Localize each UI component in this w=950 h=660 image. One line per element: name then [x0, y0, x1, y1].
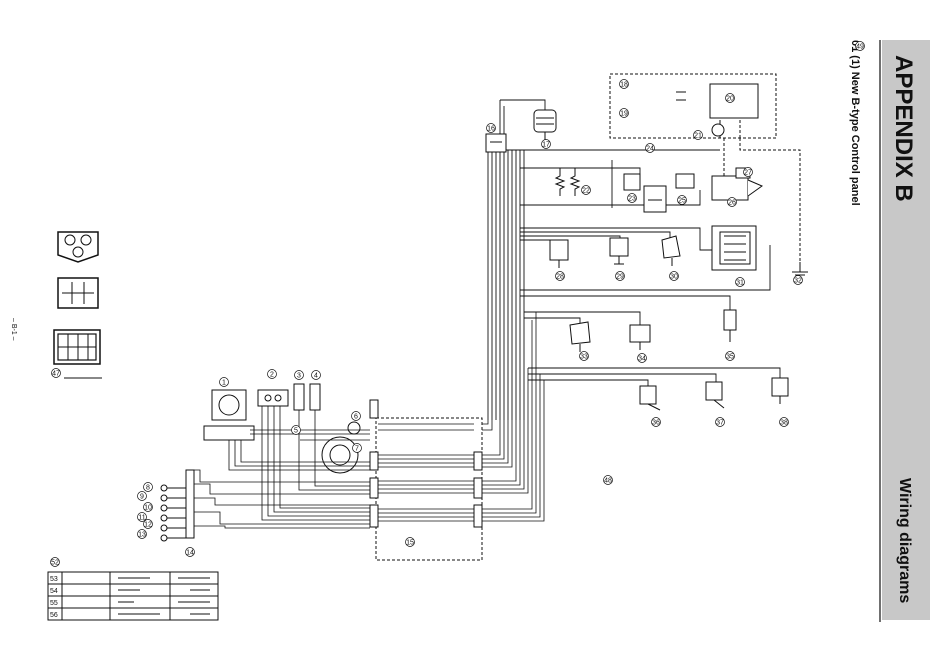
- eight-pin-connector-icon: [54, 330, 100, 364]
- callout-3: 3: [297, 372, 301, 379]
- callout-5: 5: [294, 427, 298, 434]
- switch-table-row-53: 53: [50, 576, 58, 583]
- sensor-37: [706, 382, 724, 408]
- callout-47: 47: [52, 370, 60, 377]
- gauge-7: [322, 437, 358, 473]
- callout-49: 49: [856, 43, 864, 50]
- callout-27: 27: [744, 169, 752, 176]
- sender-21: [712, 124, 724, 136]
- callout-7: 7: [355, 445, 359, 452]
- switch-table-row-55: 55: [50, 600, 58, 607]
- switch-30: [662, 236, 680, 266]
- callout-17: 17: [542, 141, 550, 148]
- harness-central: [378, 312, 544, 521]
- sensor-36: [640, 386, 660, 410]
- six-pin-connector-icon: [58, 278, 98, 308]
- relay-16: [486, 134, 506, 152]
- callout-6: 6: [354, 413, 358, 420]
- callout-35: 35: [726, 353, 734, 360]
- callout-30: 30: [670, 273, 678, 280]
- horn-17: [534, 110, 556, 140]
- callout-48: 48: [604, 477, 612, 484]
- switch-table-row-54: 54: [50, 588, 58, 595]
- meter-2: [258, 390, 288, 406]
- callout-2: 2: [270, 371, 274, 378]
- callout-15: 15: [406, 539, 414, 546]
- callout-13: 13: [138, 531, 146, 538]
- section-title: Wiring diagrams: [896, 478, 913, 603]
- callout-19: 19: [620, 110, 628, 117]
- switch-table: [48, 572, 218, 620]
- alternator-31: [712, 226, 756, 270]
- connector-blocks: [370, 400, 482, 527]
- callout-1: 1: [222, 379, 226, 386]
- round-connector-icon: [58, 232, 98, 262]
- callout-25: 25: [678, 197, 686, 204]
- callout-20: 20: [726, 95, 734, 102]
- key-switch-1: [204, 390, 254, 440]
- callout-4: 4: [314, 372, 318, 379]
- relay-23: [624, 174, 640, 190]
- lamp-3: [294, 384, 304, 410]
- callout-10: 10: [144, 504, 152, 511]
- instrument-20: [710, 84, 758, 118]
- callout-12: 12: [144, 521, 152, 528]
- switch-table-row-56: 56: [50, 612, 58, 619]
- appendix-title: APPENDIX B: [890, 55, 917, 202]
- page-number: – B-1 –: [10, 318, 17, 341]
- callout-52: 52: [51, 559, 59, 566]
- callout-24: 24: [646, 145, 654, 152]
- callout-34: 34: [638, 355, 646, 362]
- callout-22: 22: [582, 187, 590, 194]
- callout-8: 8: [146, 484, 150, 491]
- switch-34: [630, 325, 650, 350]
- switch-28: [550, 240, 568, 268]
- callout-14: 14: [186, 549, 194, 556]
- resistors-22: [556, 168, 579, 196]
- callout-21: 21: [694, 132, 702, 139]
- buzzer-6: [348, 422, 360, 434]
- relay-25: [676, 174, 694, 188]
- callout-37: 37: [716, 419, 724, 426]
- callout-32: 32: [794, 277, 802, 284]
- switch-33: [570, 322, 590, 352]
- callout-28: 28: [556, 273, 564, 280]
- callout-38: 38: [780, 419, 788, 426]
- callout-9: 9: [140, 493, 144, 500]
- callout-18: 18: [620, 81, 628, 88]
- callout-29: 29: [616, 273, 624, 280]
- callout-11: 11: [138, 514, 145, 521]
- callout-26: 26: [728, 199, 736, 206]
- starter-26: [712, 168, 762, 200]
- callout-36: 36: [652, 419, 660, 426]
- lamp-terminals-8-13: [161, 485, 186, 541]
- diagram-heading: 01 (1) New B-type Control panel: [849, 40, 861, 206]
- terminal-strip-14: [186, 470, 194, 538]
- glow-plug-35: [724, 310, 736, 342]
- lamp-4: [310, 384, 320, 410]
- callout-31: 31: [736, 279, 744, 286]
- fuse-24: [644, 186, 666, 212]
- callout-33: 33: [580, 353, 588, 360]
- callout-16: 16: [487, 125, 495, 132]
- switch-29: [610, 238, 628, 264]
- sensor-38: [772, 378, 788, 404]
- callout-23: 23: [628, 195, 636, 202]
